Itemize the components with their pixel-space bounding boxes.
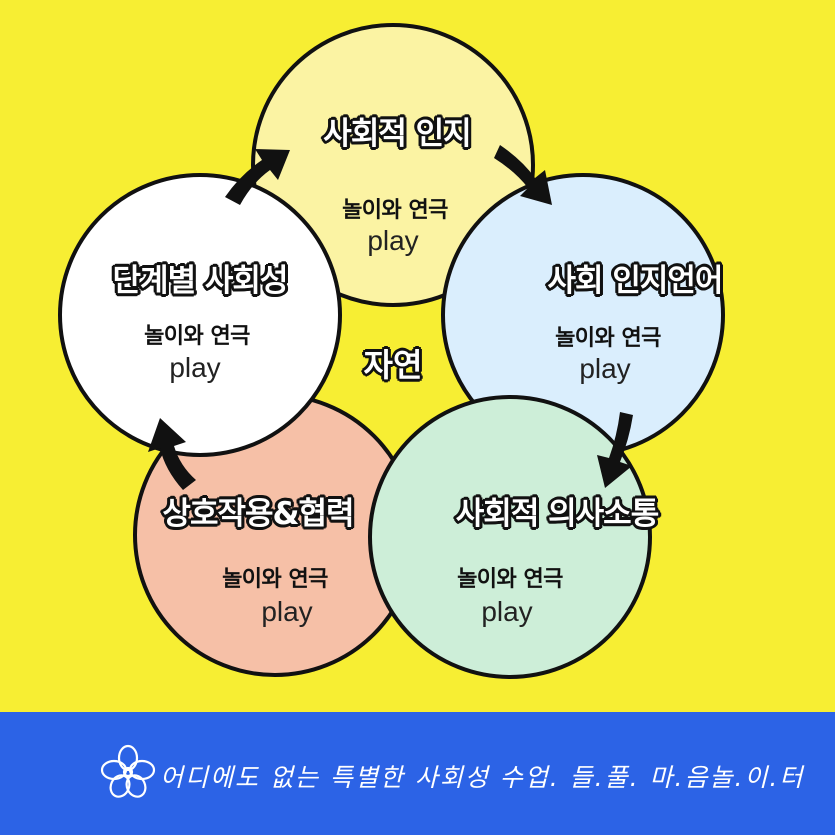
circle-play-social-communication: play [481,596,533,627]
circle-sub-social-cognitive-language: 놀이와 연극 [555,326,661,351]
arrow-icon [225,149,290,205]
diagram: 사회적 인지 놀이와 연극 play 사회 인지언어 놀이와 연극 play 단… [58,23,725,679]
circle-social-communication [368,395,652,679]
cycle-arrows [148,145,633,490]
circle-stepwise-sociality [58,173,342,457]
circle-play-stepwise-sociality: play [169,352,221,383]
arrow-icon [597,412,633,488]
circle-social-cognition [251,23,535,307]
circles-graphic [58,23,725,679]
circle-play-social-cognitive-language: play [579,353,631,384]
circle-sub-stepwise-sociality: 놀이와 연극 [144,324,250,349]
circle-title-social-cognition: 사회적 인지 [323,116,471,152]
footer-slogan: 어디에도 없는 특별한 사회성 수업. 들.풀. 마.음놀.이.터 [160,763,805,792]
center-label: 자연 [363,346,423,384]
circle-title-interaction-cooperation: 상호작용&협력 [162,496,354,532]
circle-play-social-cognition: play [367,225,419,256]
circle-sub-social-cognition: 놀이와 연극 [342,198,448,223]
arrow-icon [148,418,196,490]
circle-title-stepwise-sociality: 단계별 사회성 [112,263,289,299]
circle-sub-interaction-cooperation: 놀이와 연극 [222,567,328,592]
circle-title-social-communication: 사회적 의사소통 [455,496,659,532]
circle-play-interaction-cooperation: play [261,596,313,627]
flower-icon [100,744,156,798]
circle-sub-social-communication: 놀이와 연극 [457,567,563,592]
footer-banner: 어디에도 없는 특별한 사회성 수업. 들.풀. 마.음놀.이.터 [0,712,835,835]
arrow-icon [494,145,552,205]
circle-title-social-cognitive-language: 사회 인지언어 [547,263,724,299]
